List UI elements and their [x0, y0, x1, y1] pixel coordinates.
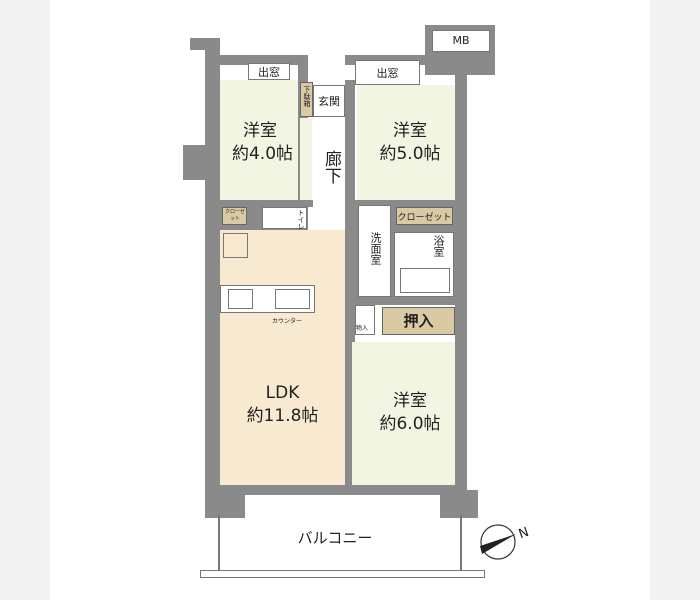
toilet: [262, 207, 307, 229]
western-room-1: [220, 80, 298, 200]
toilet-label: トイレ: [297, 209, 305, 230]
entrance-label: 玄関: [318, 95, 340, 108]
room-name: 洋室: [393, 391, 427, 411]
left-margin: [0, 0, 50, 600]
wall-bottom: [205, 485, 467, 495]
balcony-label: バルコニー: [297, 529, 373, 547]
counter-label: カウンター: [272, 318, 303, 325]
closet: [396, 207, 453, 225]
mb: [432, 30, 490, 52]
wall-left: [205, 38, 220, 498]
hallway-label: 廊下: [321, 150, 341, 184]
room-size: 約6.0帖: [379, 414, 441, 434]
bay-window-label: 出窓: [376, 67, 399, 80]
western-room-2: [357, 85, 455, 200]
closet-label: クローゼット: [397, 213, 452, 223]
shoe-box-label: 下駄箱: [303, 86, 311, 107]
toilet-door: [308, 207, 345, 232]
washroom: [358, 205, 391, 297]
closet-small: [222, 207, 247, 225]
wall: [183, 145, 208, 180]
room-size: 約5.0帖: [379, 144, 441, 164]
western-room-1: [300, 118, 312, 200]
sink-icon: [275, 289, 310, 309]
room-name: 洋室: [393, 121, 427, 141]
entrance: [313, 85, 345, 117]
mb-label: MB: [452, 34, 470, 47]
column-left: [205, 490, 245, 518]
shoe-box: [300, 82, 313, 117]
room-size: 約11.8帖: [246, 406, 319, 426]
bay-window-2: [355, 60, 420, 85]
bathtub: [400, 268, 450, 293]
oshiire-label: 押入: [403, 312, 434, 330]
storage: [355, 305, 375, 335]
stove-icon: [228, 289, 253, 309]
wall-center: [345, 80, 355, 490]
balcony-rail: [200, 570, 485, 578]
balcony: [218, 515, 462, 570]
western-room-3: [352, 342, 455, 485]
washroom-label: 洗面室: [369, 232, 382, 265]
closet-small-label: クローゼット: [224, 209, 245, 222]
room-size: 約4.0帖: [231, 144, 294, 164]
oshiire: [382, 307, 455, 335]
compass-icon: [480, 524, 516, 560]
refrigerator-space: [223, 233, 248, 258]
room-name: 洋室: [243, 121, 277, 141]
bay-window-label: 出窓: [258, 66, 280, 79]
bath-label: 浴室: [432, 235, 445, 257]
right-margin: [650, 0, 700, 600]
bay-window-1: [248, 63, 290, 80]
ldk: [220, 230, 345, 485]
room-name: LDK: [265, 383, 300, 403]
storage-label: 物入: [356, 325, 369, 332]
entrance-door-area: [308, 40, 345, 85]
column-right: [440, 490, 478, 518]
